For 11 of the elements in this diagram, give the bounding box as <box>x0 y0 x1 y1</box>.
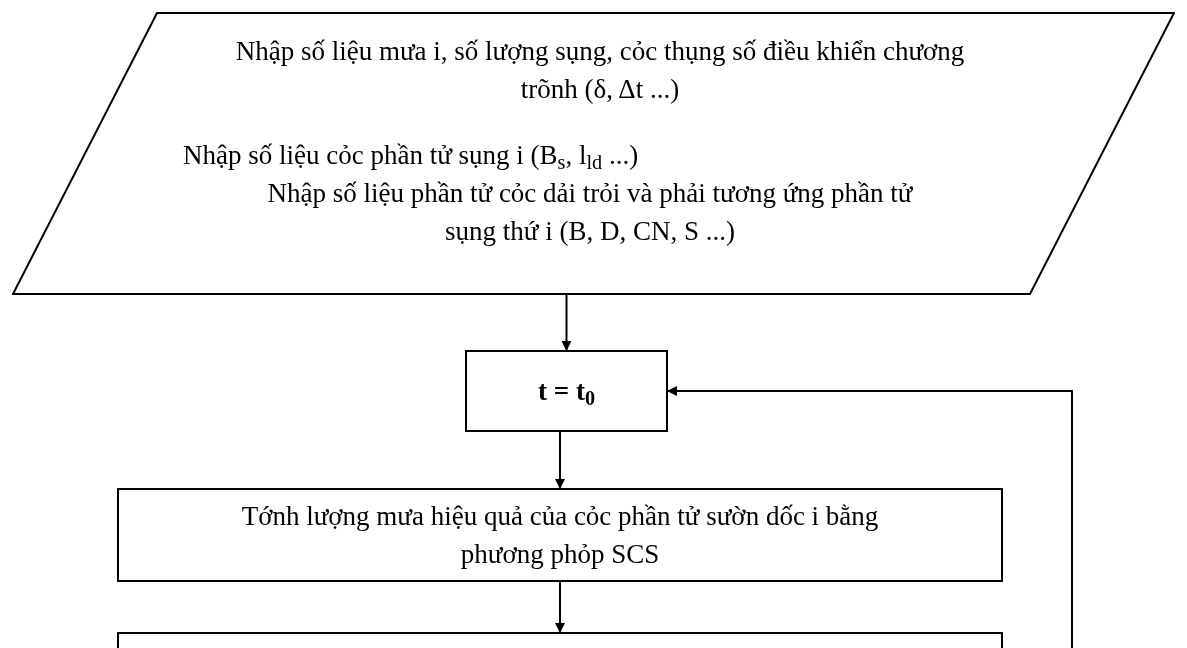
input-text: Nhập số liệu phần tử cỏc dải trỏi và phải tương ứng phần tử sụng thứ i (B, D, CN, S ...) <box>266 177 914 248</box>
process-text: Tớnh lượng mưa hiệu quả của cỏc phần tử sườn dốc i bằng phương phỏp SCS <box>240 500 880 571</box>
arrow <box>555 581 565 633</box>
process-box <box>465 350 668 432</box>
process-box <box>117 488 1003 582</box>
input-text: Nhập số liệu cỏc phần tử sụng i (B$_{s}$, l$_{ld}$ ...) <box>183 139 640 174</box>
arrow <box>555 431 565 489</box>
input-text: Nhập số liệu mưa i, số lượng sụng, cỏc thụng số điều khiển chương trõnh (δ, Δt ...) <box>234 35 966 106</box>
process-text: t = t$_{0}$ <box>538 375 595 410</box>
arrow <box>561 294 572 351</box>
arrow <box>667 386 1073 648</box>
